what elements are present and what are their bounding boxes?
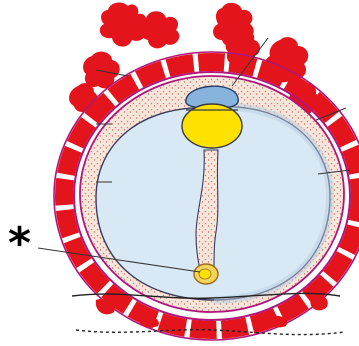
secondary-yolk-sac [194, 264, 218, 284]
embryo [182, 86, 242, 148]
asterisk-marker: * [8, 222, 31, 266]
